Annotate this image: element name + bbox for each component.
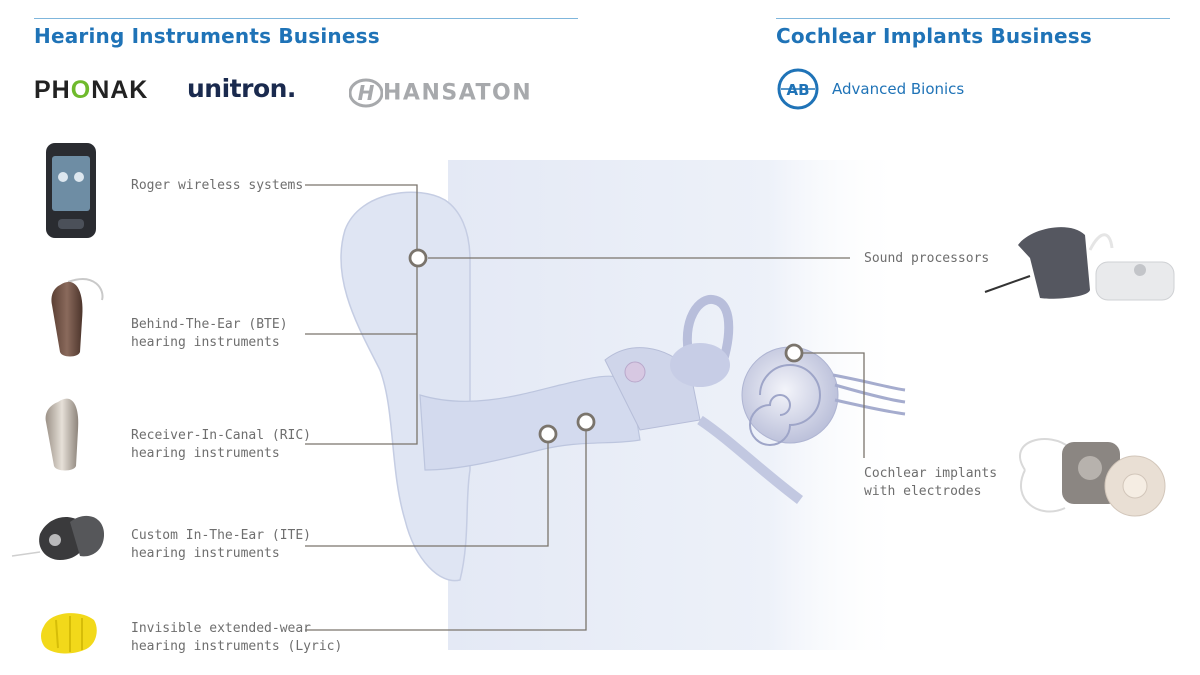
- label-cochlear-line1: Cochlear implants: [864, 466, 998, 481]
- cochlear-header-rule: [776, 18, 1170, 19]
- lyric-device-image: [41, 613, 97, 654]
- hansaton-mark-icon: H: [348, 78, 384, 108]
- phonak-logo-text-end: NAK: [91, 76, 149, 104]
- outer-ear: [340, 191, 471, 582]
- label-ite-line1: Custom In-The-Ear (ITE): [131, 528, 312, 543]
- leader-roger: [305, 184, 418, 258]
- hansaton-mark-letter: H: [358, 81, 375, 105]
- hansaton-logo: H HANSATON: [348, 78, 533, 108]
- hearing-header-rule: [34, 18, 578, 19]
- hansaton-logo-text: HANSATON: [383, 80, 533, 106]
- sound-processor-image: [984, 227, 1175, 301]
- phonak-logo-accent: O: [70, 76, 92, 104]
- marker-behind-ear: [408, 248, 428, 268]
- label-cochlear-implants: Cochlear implants with electrodes: [864, 465, 997, 501]
- phonak-logo-text: PH: [34, 76, 71, 104]
- leader-ric: [305, 266, 418, 445]
- hearing-instruments-heading: Hearing Instruments Business: [34, 24, 380, 48]
- ossicle-icon: [624, 361, 646, 383]
- label-roger-text: Roger wireless systems: [131, 178, 304, 193]
- label-lyric-line2: hearing instruments (Lyric): [131, 639, 343, 654]
- phonak-logo: PHONAK: [34, 76, 148, 105]
- label-lyric: Invisible extended-wear hearing instrume…: [131, 620, 342, 656]
- label-cochlear-line2: with electrodes: [864, 484, 982, 499]
- semicircular-canals: [682, 294, 734, 372]
- ite-device-image: [11, 515, 105, 560]
- label-ric-line1: Receiver-In-Canal (RIC): [131, 428, 312, 443]
- label-bte: Behind-The-Ear (BTE) hearing instruments: [131, 316, 288, 352]
- label-ite: Custom In-The-Ear (ITE) hearing instrume…: [131, 527, 311, 563]
- label-roger: Roger wireless systems: [131, 177, 303, 195]
- auditory-nerve: [832, 373, 906, 416]
- ear-canal: [419, 375, 641, 471]
- label-bte-line1: Behind-The-Ear (BTE): [131, 317, 288, 332]
- roger-device-image: [46, 143, 96, 238]
- leader-lyric: [305, 430, 587, 631]
- unitron-logo: unitron.: [187, 74, 296, 103]
- leader-ite: [305, 442, 549, 547]
- marker-lyric: [576, 412, 596, 432]
- advanced-bionics-name: Advanced Bionics: [832, 80, 965, 98]
- advanced-bionics-mark: AB: [786, 81, 809, 99]
- ric-device-image: [45, 398, 79, 471]
- advanced-bionics-logo-icon: AB: [777, 68, 819, 110]
- label-ric: Receiver-In-Canal (RIC) hearing instrume…: [131, 427, 311, 463]
- label-ite-line2: hearing instruments: [131, 546, 280, 561]
- bte-device-image: [51, 278, 104, 357]
- label-lyric-line1: Invisible extended-wear: [131, 621, 312, 636]
- cochlea-spiral: [749, 364, 821, 446]
- marker-cochlea: [784, 343, 804, 363]
- vestibule: [670, 343, 730, 387]
- eustachian-tube: [697, 415, 804, 504]
- marker-ite: [538, 424, 558, 444]
- label-ric-line2: hearing instruments: [131, 446, 280, 461]
- leader-cochlear: [802, 352, 865, 458]
- cochlear-implant-image: [1019, 438, 1166, 517]
- label-bte-line2: hearing instruments: [131, 335, 280, 350]
- label-sound-processors: Sound processors: [864, 250, 989, 268]
- cochlear-implants-heading: Cochlear Implants Business: [776, 24, 1092, 48]
- label-sound-processors-text: Sound processors: [864, 251, 990, 266]
